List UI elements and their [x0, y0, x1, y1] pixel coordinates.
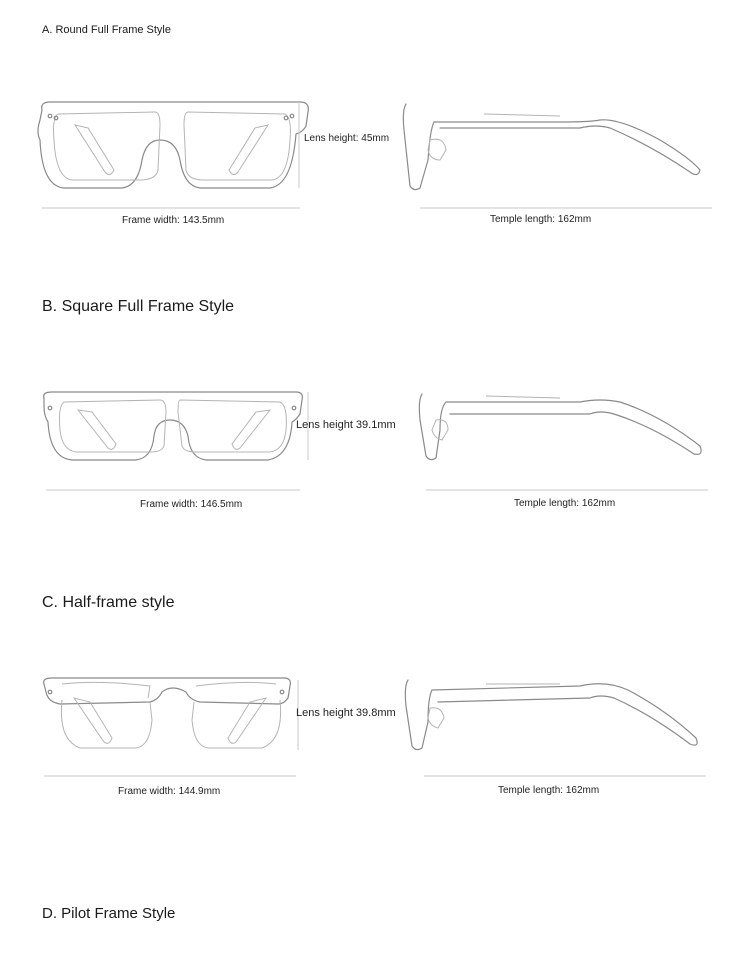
- section-title-square: B. Square Full Frame Style: [42, 298, 235, 315]
- half-frame-front-view: [43, 677, 706, 777]
- section-title-pilot: D. Pilot Frame Style: [42, 905, 176, 922]
- round-lens-height-label: Lens height: 45mm: [304, 133, 390, 144]
- half-frame-temple-length-label: Temple length: 162mm: [498, 785, 600, 796]
- round-frame-front-view: [37, 101, 712, 209]
- square-lens-height-label: Lens height 39.1mm: [296, 419, 396, 431]
- section-title-round: A. Round Full Frame Style: [42, 24, 171, 36]
- section-title-half-frame: C. Half-frame style: [42, 594, 175, 611]
- half-frame-lens-height-label: Lens height 39.8mm: [296, 707, 396, 719]
- square-temple-length-label: Temple length: 162mm: [514, 498, 616, 509]
- round-frame-width-label: Frame width: 143.5mm: [122, 215, 225, 226]
- half-frame-width-label: Frame width: 144.9mm: [118, 786, 221, 797]
- square-frame-width-label: Frame width: 146.5mm: [140, 499, 243, 510]
- round-temple-length-label: Temple length: 162mm: [490, 214, 592, 225]
- square-frame-front-view: [43, 391, 708, 491]
